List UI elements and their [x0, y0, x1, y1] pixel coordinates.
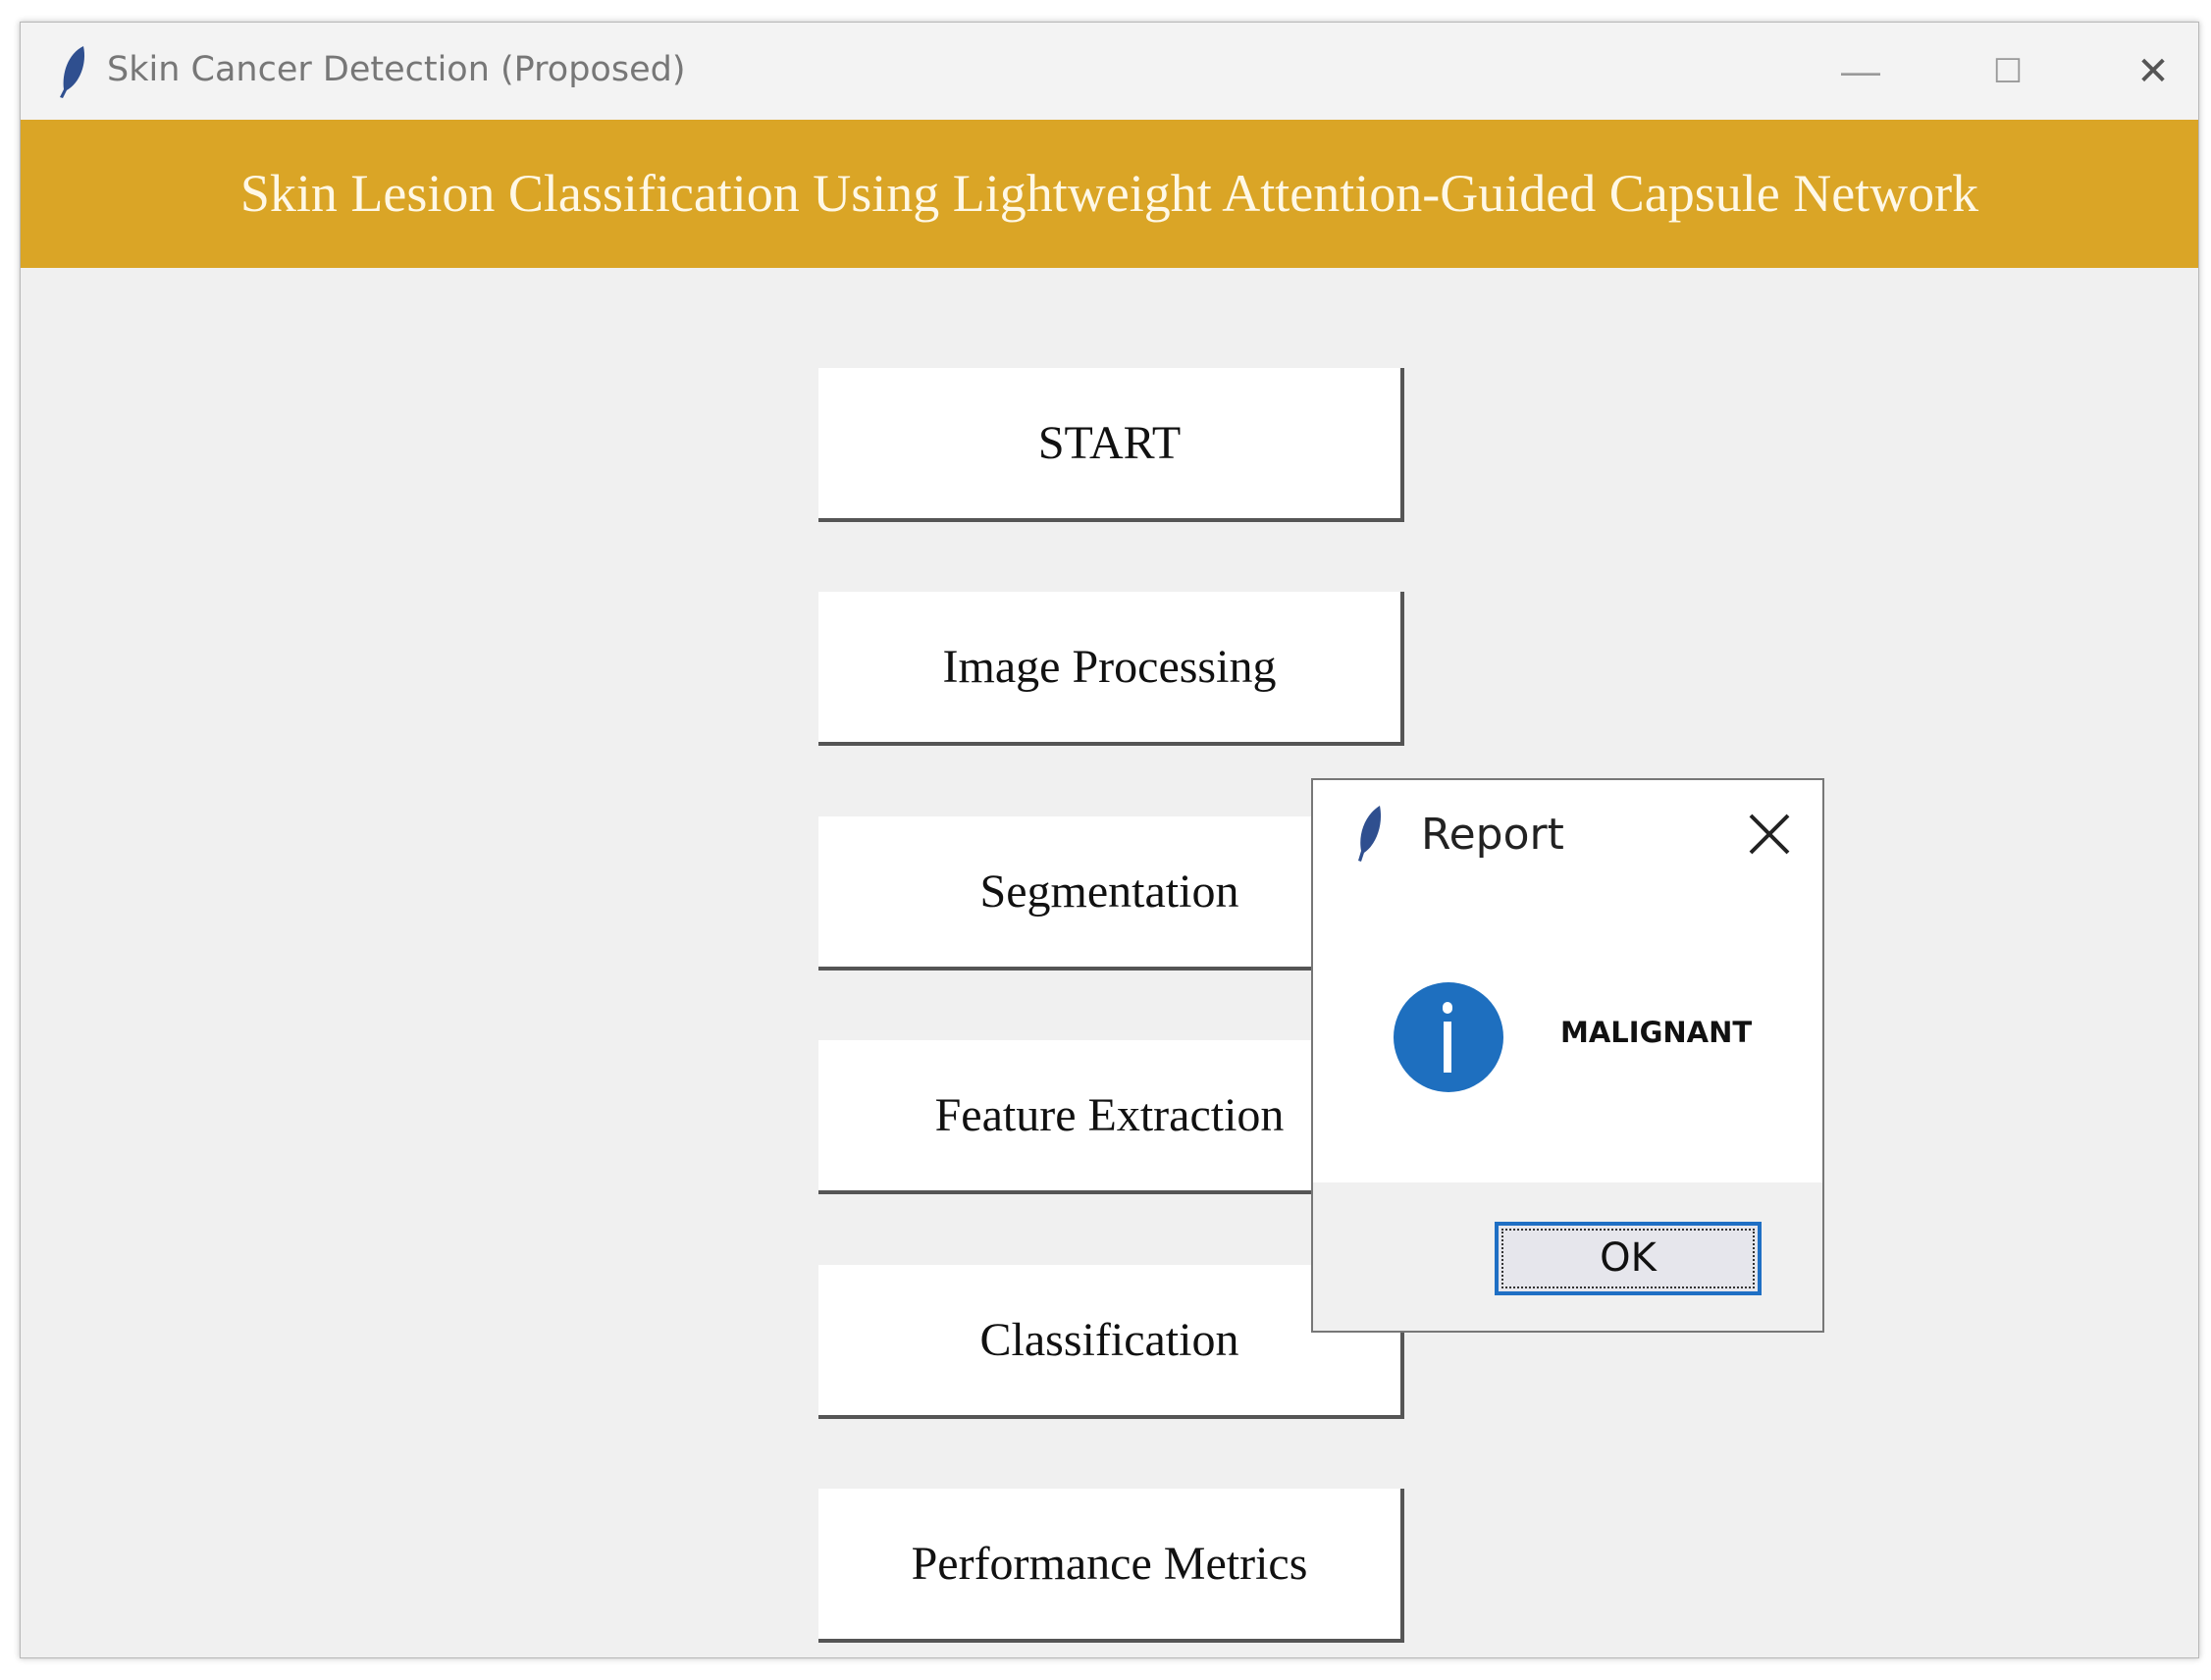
image-processing-button[interactable]: Image Processing — [818, 592, 1404, 746]
segmentation-button[interactable]: Segmentation — [818, 816, 1404, 971]
start-button[interactable]: START — [818, 368, 1404, 522]
feature-extraction-button[interactable]: Feature Extraction — [818, 1040, 1404, 1194]
minimize-button[interactable]: — — [1841, 50, 1880, 93]
app-banner: Skin Lesion Classification Using Lightwe… — [21, 120, 2198, 268]
maximize-button[interactable]: ☐ — [1992, 53, 2024, 90]
info-icon — [1394, 982, 1503, 1092]
dialog-message: MALIGNANT — [1560, 1016, 1753, 1049]
close-icon[interactable] — [1745, 810, 1794, 859]
close-button[interactable]: ✕ — [2136, 50, 2170, 93]
feather-icon — [60, 46, 85, 98]
performance-metrics-button[interactable]: Performance Metrics — [818, 1489, 1404, 1643]
report-dialog: Report MALIGNANT OK — [1311, 778, 1824, 1333]
classification-button[interactable]: Classification — [818, 1265, 1404, 1419]
main-window: Skin Cancer Detection (Proposed) — ☐ ✕ S… — [20, 22, 2199, 1658]
feather-icon — [1358, 806, 1382, 862]
title-bar: Skin Cancer Detection (Proposed) — ☐ ✕ — [21, 23, 2198, 120]
window-title: Skin Cancer Detection (Proposed) — [107, 50, 686, 89]
dialog-footer: OK — [1313, 1182, 1822, 1331]
ok-button[interactable]: OK — [1495, 1222, 1762, 1295]
dialog-title: Report — [1421, 810, 1564, 860]
